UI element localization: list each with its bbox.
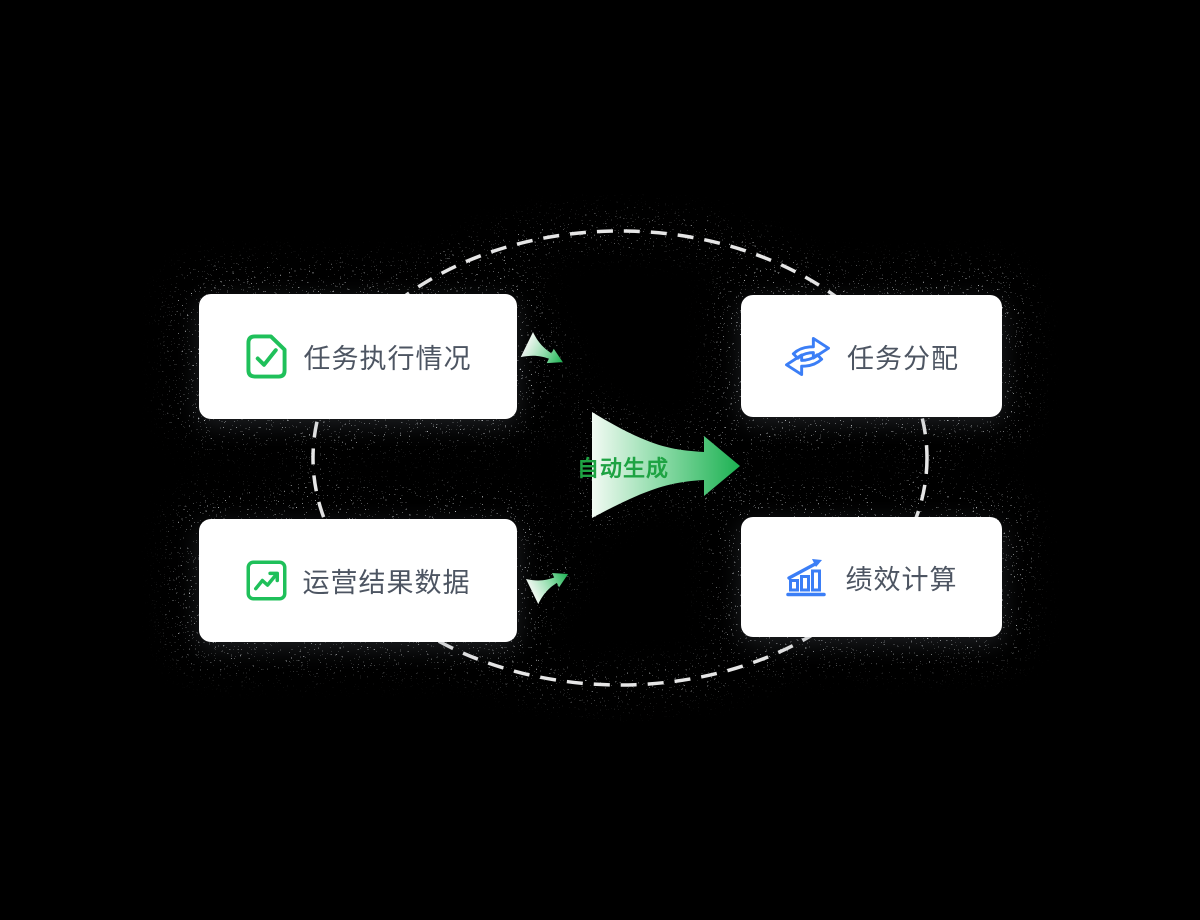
card-operation-result-data: 运营结果数据: [199, 519, 517, 642]
auto-generate-label: 自动生成: [577, 457, 670, 482]
card-label: 任务执行情况: [303, 344, 472, 375]
swap-arrows-icon: [784, 336, 831, 377]
trend-up-icon: [246, 560, 287, 601]
auto-generate-arrow: [592, 412, 740, 518]
card-label: 运营结果数据: [302, 568, 471, 599]
card-task-execution: 任务执行情况: [199, 294, 517, 419]
card-performance-calculation: 绩效计算: [741, 517, 1002, 637]
flow-arrow-top-left: [520, 332, 563, 364]
flow-arrow-bottom-left: [526, 572, 569, 605]
document-check-icon: [245, 333, 288, 380]
card-label: 绩效计算: [845, 564, 958, 596]
bar-chart-icon: [785, 557, 830, 597]
card-task-allocation: 任务分配: [741, 295, 1002, 417]
card-label: 任务分配: [847, 343, 959, 375]
cycle-dashed-ellipse: [311, 229, 929, 687]
